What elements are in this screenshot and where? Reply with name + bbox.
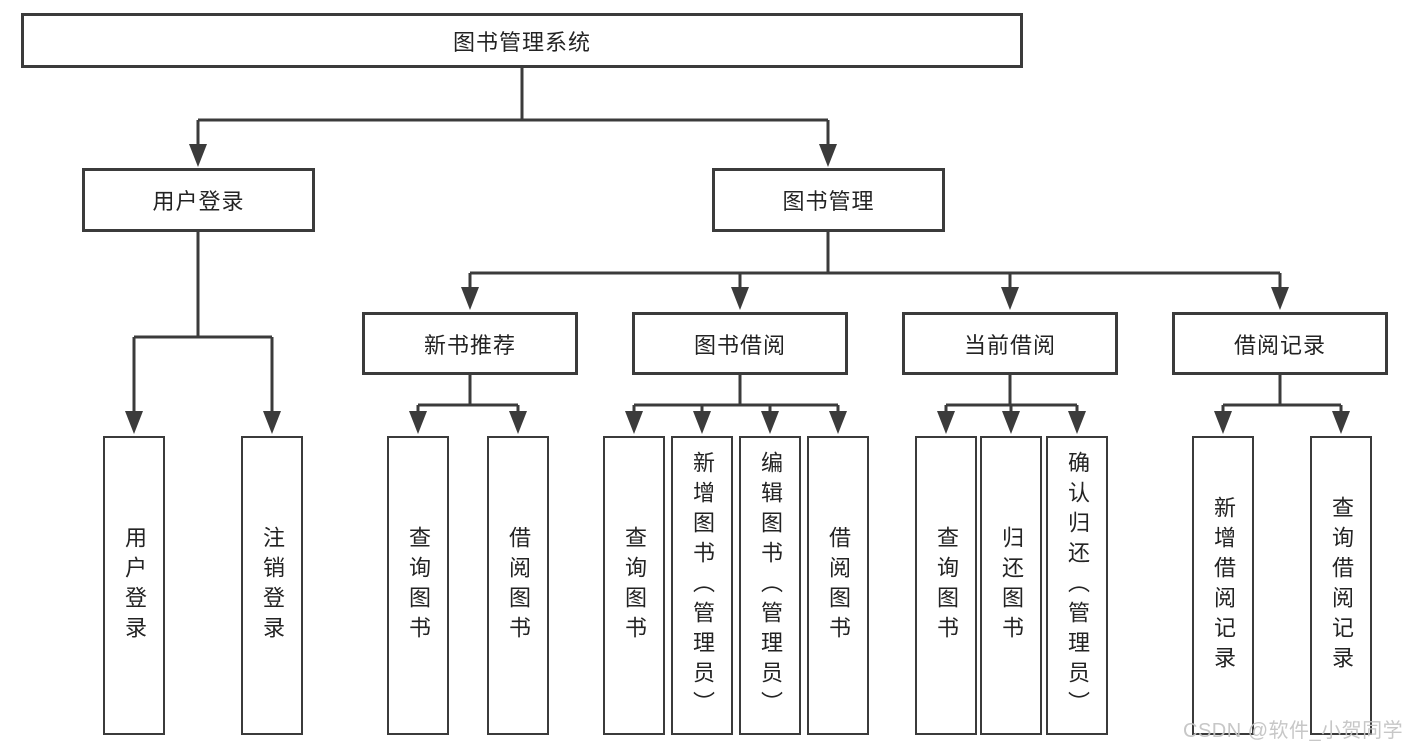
node-leaf-nb-query-books: 查询图书 [387,436,449,735]
node-leaf-bb-query-books: 查询图书 [603,436,665,735]
node-user-login-group: 用户登录 [82,168,315,232]
arrow-down-icon [1001,287,1019,310]
node-leaf-cb-confirm-return-admin: 确认归还（管理员） [1046,436,1108,735]
node-leaf-logout: 注销登录 [241,436,303,735]
arrow-down-icon [1332,411,1350,434]
node-leaf-user-login: 用户登录 [103,436,165,735]
node-leaf-bb-edit-books-admin: 编辑图书（管理员） [739,436,801,735]
node-root-library-system: 图书管理系统 [21,13,1023,68]
arrow-down-icon [693,411,711,434]
node-book-borrow: 图书借阅 [632,312,848,375]
arrow-down-icon [625,411,643,434]
node-leaf-cb-return-books: 归还图书 [980,436,1042,735]
arrow-down-icon [409,411,427,434]
arrow-down-icon [189,144,207,167]
arrowheads [125,144,1350,434]
arrow-down-icon [1214,411,1232,434]
arrow-down-icon [819,144,837,167]
node-leaf-cb-query-books: 查询图书 [915,436,977,735]
arrow-down-icon [461,287,479,310]
node-leaf-br-add-record: 新增借阅记录 [1192,436,1254,735]
node-leaf-bb-borrow-books: 借阅图书 [807,436,869,735]
arrow-down-icon [731,287,749,310]
arrow-down-icon [509,411,527,434]
node-leaf-nb-borrow-books: 借阅图书 [487,436,549,735]
arrow-down-icon [263,411,281,434]
arrow-down-icon [1271,287,1289,310]
arrow-down-icon [761,411,779,434]
connector-lines [132,68,1343,413]
node-leaf-bb-add-books-admin: 新增图书（管理员） [671,436,733,735]
node-new-book-recommend: 新书推荐 [362,312,578,375]
node-book-management-group: 图书管理 [712,168,945,232]
arrow-down-icon [937,411,955,434]
node-borrow-record: 借阅记录 [1172,312,1388,375]
csdn-watermark: CSDN @软件_小贺同学 [1183,720,1404,742]
arrow-down-icon [829,411,847,434]
arrow-down-icon [1002,411,1020,434]
node-current-borrow: 当前借阅 [902,312,1118,375]
arrow-down-icon [125,411,143,434]
arrow-down-icon [1068,411,1086,434]
node-leaf-br-query-record: 查询借阅记录 [1310,436,1372,735]
